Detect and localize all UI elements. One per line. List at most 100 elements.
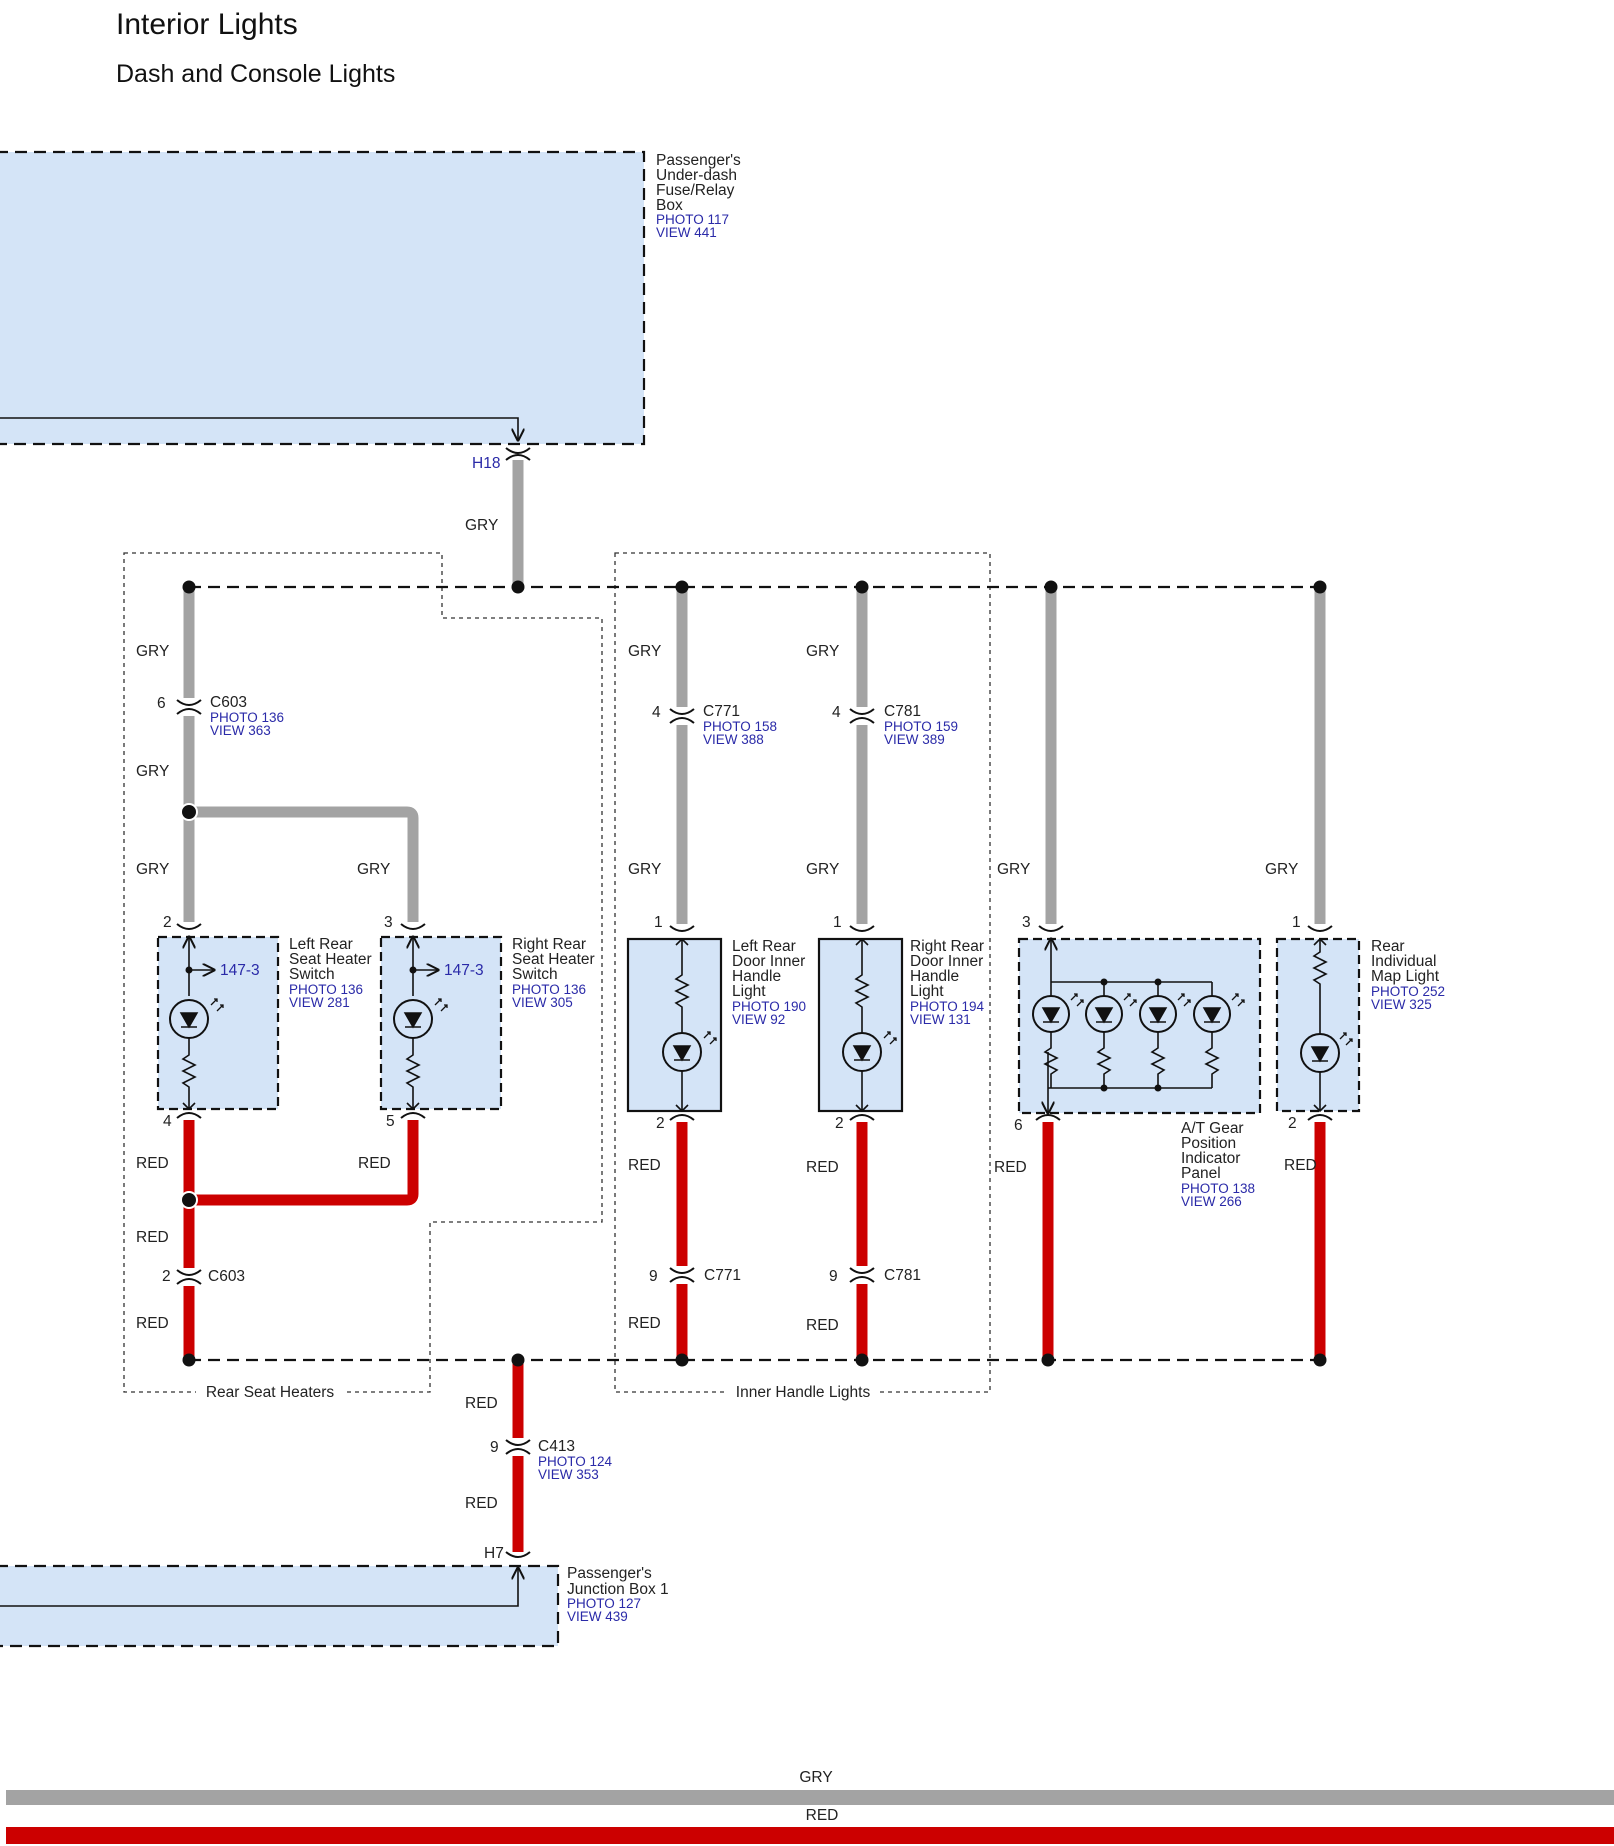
rrdh-name-4: Light [910, 983, 944, 1000]
fuse-box-view: VIEW 441 [656, 225, 717, 240]
red-wire-rrsh [189, 1120, 419, 1206]
junction-box-photo: PHOTO 127 [567, 1596, 641, 1611]
c771-top-view: VIEW 388 [703, 732, 764, 747]
pin-symbol-rrsh-top [400, 923, 426, 930]
wire-label-red-lrdh-2: RED [628, 1315, 661, 1332]
c771-top-name: C771 [703, 703, 740, 720]
junction-box-internal-line [0, 1568, 518, 1607]
rrdh-pin-top: 1 [833, 914, 842, 931]
junction-box-label: Passenger's Junction Box 1 PHOTO 127 VIE… [567, 1565, 669, 1624]
legend-red-label: RED [806, 1807, 839, 1824]
junction-box-name-2: Junction Box 1 [567, 1581, 669, 1598]
rrsh-name-2: Seat Heater [512, 951, 595, 968]
lrdh-photo: PHOTO 190 [732, 999, 806, 1014]
wire-label-red-rrsh: RED [358, 1155, 391, 1172]
wire-label-red-c413-1: RED [465, 1395, 498, 1412]
fuse-box-name-4: Box [656, 197, 683, 214]
lrdh-view: VIEW 92 [732, 1012, 785, 1027]
c603-bot-pin: 2 [162, 1268, 171, 1285]
comp-atgp [1017, 939, 1262, 1113]
splice-top-atgp [1044, 580, 1058, 594]
fuse-relay-box [0, 150, 646, 446]
lrdh-name-2: Door Inner [732, 953, 805, 970]
wire-label-rrdh-2: GRY [806, 861, 839, 878]
wire-label-lrdh-2: GRY [628, 861, 661, 878]
wire-label-rml: GRY [1265, 861, 1298, 878]
c603-top-photo: PHOTO 136 [210, 710, 284, 725]
junction-box-view: VIEW 439 [567, 1609, 628, 1624]
connector-symbol-c771-bot [669, 1267, 695, 1283]
wire-color-legend: GRY RED [6, 1769, 1614, 1844]
wire-label-lrsh-3: GRY [136, 861, 169, 878]
pin-symbol-atgp-bot [1035, 1114, 1061, 1121]
splice-bot-rml [1313, 1353, 1327, 1367]
legend-gry-label: GRY [799, 1769, 832, 1786]
c603-top-view: VIEW 363 [210, 723, 271, 738]
rml-pin-top: 1 [1292, 914, 1301, 931]
splice-top-rrdh [855, 580, 869, 594]
pin-symbol-rml-bot [1307, 1114, 1333, 1121]
pin-symbol-rrdh-bot [849, 1114, 875, 1121]
rrsh-name-1: Right Rear [512, 936, 586, 953]
wire-label-red-lrsh-1: RED [136, 1155, 169, 1172]
connector-symbol-c781-top [849, 708, 875, 724]
wire-label-h18: GRY [465, 517, 498, 534]
rrsh-photo: PHOTO 136 [512, 982, 586, 997]
wire-label-red-rrdh-1: RED [806, 1159, 839, 1176]
rrdh-name-1: Right Rear [910, 938, 984, 955]
c603-bot-name: C603 [208, 1268, 245, 1285]
rear-seat-label-bg [196, 1376, 346, 1406]
lrdh-pin-bot: 2 [656, 1115, 665, 1132]
comp-lrdh [626, 937, 723, 1113]
splice-top-lrdh [675, 580, 689, 594]
comp-lrsh [156, 937, 280, 1111]
wire-label-lrsh-2: GRY [136, 763, 169, 780]
pin-symbol-lrdh-bot [669, 1114, 695, 1121]
connector-symbol-c413 [505, 1439, 531, 1455]
pin-symbol-rrsh-bot [400, 1112, 426, 1119]
wire-label-red-lrsh-2: RED [136, 1229, 169, 1246]
rrdh-name-3: Handle [910, 968, 959, 985]
c771-bot-pin: 9 [649, 1268, 658, 1285]
splice-bot-lrsh [182, 1353, 196, 1367]
comp-rml [1275, 937, 1361, 1113]
pin-symbol-atgp-top [1038, 925, 1064, 932]
lrsh-name-1: Left Rear [289, 936, 353, 953]
c771-bot-name: C771 [704, 1267, 741, 1284]
c781-top-pin: 4 [832, 704, 841, 721]
inner-handle-lights-label: Inner Handle Lights [736, 1384, 871, 1401]
atgp-pin-top: 3 [1022, 914, 1031, 931]
c603-top-name: C603 [210, 694, 247, 711]
splice-bot-rrdh [855, 1353, 869, 1367]
wire-label-red-rml: RED [1284, 1157, 1317, 1174]
atgp-name-2: Position [1181, 1135, 1236, 1152]
lrdh-pin-top: 1 [654, 914, 663, 931]
rml-name-2: Individual [1371, 953, 1437, 970]
lrdh-name-3: Handle [732, 968, 781, 985]
junction-pin-h7: H7 [484, 1545, 504, 1562]
c413-photo: PHOTO 124 [538, 1454, 613, 1469]
rrsh-view: VIEW 305 [512, 995, 573, 1010]
splice-top-lrsh [182, 580, 196, 594]
connector-symbol-c771-top [669, 708, 695, 724]
atgp-view: VIEW 266 [1181, 1194, 1242, 1209]
component-pins: 2 4 3 5 1 2 1 2 3 6 1 2 [163, 914, 1301, 1134]
c771-top-photo: PHOTO 158 [703, 719, 777, 734]
connector-symbol-c603-top [176, 699, 202, 715]
c781-bot-name: C781 [884, 1267, 921, 1284]
rrsh-ref-link[interactable]: 147-3 [444, 962, 484, 979]
c413-view: VIEW 353 [538, 1467, 599, 1482]
component-labels: Left Rear Seat Heater Switch PHOTO 136 V… [289, 936, 1445, 1209]
fuse-box-photo: PHOTO 117 [656, 212, 729, 227]
c781-top-view: VIEW 389 [884, 732, 945, 747]
legend-red-swatch [6, 1827, 1614, 1844]
rrdh-pin-bot: 2 [835, 1115, 844, 1132]
splice-top-rml [1313, 580, 1327, 594]
lrsh-ref-link[interactable]: 147-3 [220, 962, 260, 979]
gry-wires [183, 460, 1326, 924]
connector-labels: 6 C603 PHOTO 136 VIEW 363 2 C603 4 C771 … [157, 694, 958, 1482]
pin-symbol-rml-top [1307, 925, 1333, 932]
splices [182, 580, 1327, 1367]
